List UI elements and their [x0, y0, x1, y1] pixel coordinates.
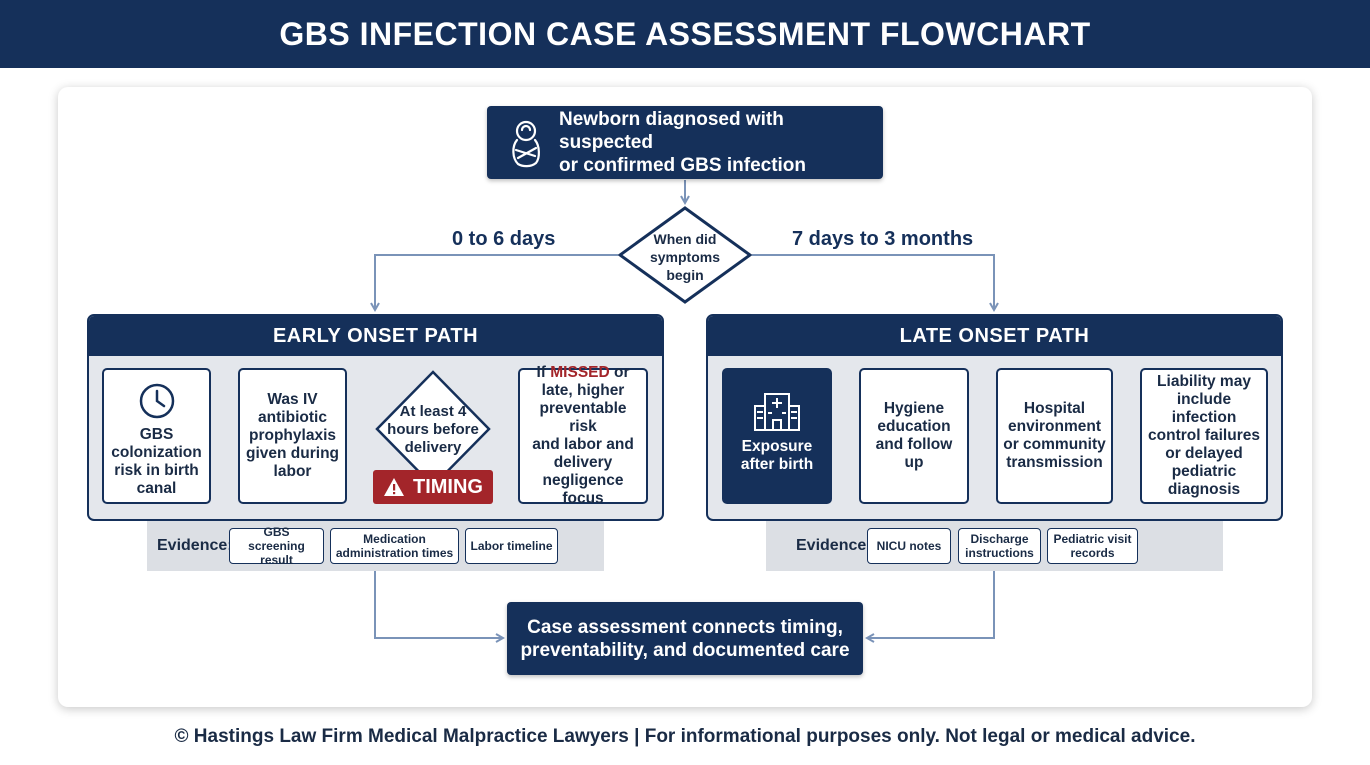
late-step-liability-text: Liability may include infection control …: [1148, 373, 1260, 498]
evidence-chip-pediatric-records: Pediatric visit records: [1047, 528, 1138, 564]
evidence-chip-nicu-notes: NICU notes: [867, 528, 951, 564]
late-step-exposure: Exposure after birth: [722, 368, 832, 504]
branch-label-early: 0 to 6 days: [452, 228, 556, 250]
decision-node: When did symptoms begin: [617, 206, 753, 304]
early-step-prophylaxis: Was IV antibiotic prophylaxis given duri…: [238, 368, 347, 504]
late-step-hygiene: Hygiene education and follow up: [859, 368, 969, 504]
early-evidence-label: Evidence:: [157, 537, 233, 554]
early-onset-title: EARLY ONSET PATH: [89, 316, 662, 356]
page-title: GBS INFECTION CASE ASSESSMENT FLOWCHART: [279, 15, 1091, 52]
timing-badge-label: TIMING: [413, 475, 483, 498]
evidence-chip-gbs-screening: GBS screening result: [229, 525, 324, 567]
late-step-liability: Liability may include infection control …: [1140, 368, 1268, 504]
late-step-transmission: Hospital environment or community transm…: [996, 368, 1113, 504]
branch-label-late: 7 days to 3 months: [792, 228, 974, 250]
title-banner: GBS INFECTION CASE ASSESSMENT FLOWCHART: [0, 0, 1370, 68]
early-step-prophylaxis-text: Was IV antibiotic prophylaxis given duri…: [246, 391, 339, 480]
evidence-chip-labor-timeline: Labor timeline: [465, 528, 558, 564]
late-step-exposure-text: Exposure after birth: [740, 438, 814, 473]
hospital-icon: [724, 388, 830, 432]
start-node: Newborn diagnosed with suspected or conf…: [487, 106, 883, 179]
late-onset-title: LATE ONSET PATH: [708, 316, 1281, 356]
late-step-hygiene-text: Hygiene education and follow up: [875, 400, 953, 471]
late-evidence-label: Evidence:: [796, 537, 872, 554]
early-step-colonization: GBS colonization risk in birth canal: [102, 368, 211, 504]
decision-diamond: [617, 206, 753, 304]
evidence-chip-discharge: Discharge instructions: [958, 528, 1041, 564]
early-step-four-hours: At least 4 hours before delivery: [375, 370, 491, 488]
newborn-icon: [512, 120, 540, 168]
early-step-missed-text: If MISSED or late, higher preventable ri…: [532, 364, 634, 507]
early-step-missed: If MISSED or late, higher preventable ri…: [518, 364, 648, 507]
missed-highlight: MISSED: [550, 364, 610, 381]
evidence-chip-medication-times: Medication administration times: [330, 528, 459, 564]
decision-text: When did symptoms begin: [649, 231, 721, 283]
conclusion-node: Case assessment connects timing, prevent…: [507, 602, 863, 675]
clock-icon: [104, 382, 209, 420]
timing-badge: TIMING: [373, 470, 493, 504]
late-step-transmission-text: Hospital environment or community transm…: [1003, 400, 1106, 471]
footer-disclaimer: © Hastings Law Firm Medical Malpractice …: [174, 726, 1196, 747]
early-step-four-hours-text: At least 4 hours before delivery: [387, 403, 479, 456]
warning-icon: [384, 478, 404, 496]
early-step-colonization-text: GBS colonization risk in birth canal: [111, 426, 202, 497]
start-node-text: Newborn diagnosed with suspected or conf…: [559, 109, 807, 176]
